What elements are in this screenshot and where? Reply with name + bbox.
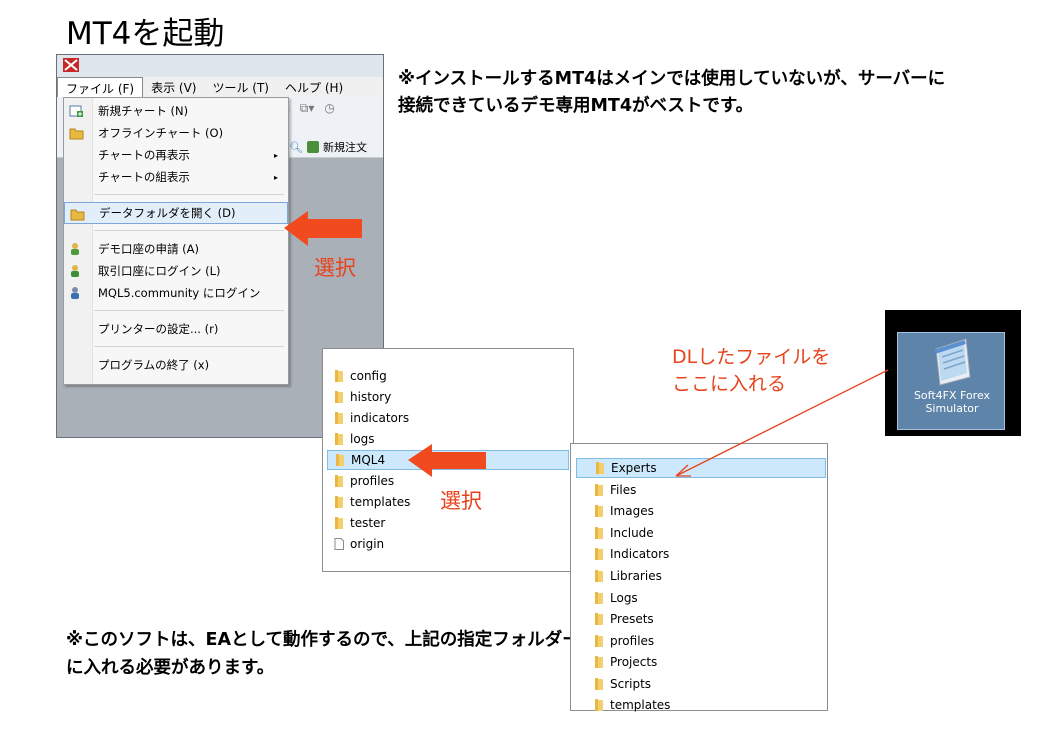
menu-item-new-chart[interactable]: 新規チャート (N) [64,100,288,122]
folder-icon [593,592,605,604]
folder-profiles[interactable]: profiles [593,631,654,651]
folder-experts[interactable]: Experts [576,458,826,478]
folder-images[interactable]: Images [593,501,654,521]
annotation-dl-note-text: DLしたファイルを ここに入れる [672,346,831,395]
menu-file[interactable]: ファイル (F) [57,77,144,97]
menu-item-trade-login[interactable]: 取引口座にログイン (L) [64,260,288,282]
folder-profiles[interactable]: profiles [333,471,394,491]
folder-libraries[interactable]: Libraries [593,566,662,586]
folder-icon [333,496,345,508]
folder-icon [593,635,605,647]
new-order-button[interactable]: 🔍︎ 新規注文 [289,140,367,155]
new-order-icon [306,141,319,153]
annotation-dl-note: DLしたファイルを ここに入れる [672,344,830,398]
folder-icon [333,433,345,445]
submenu-arrow-icon: ▸ [273,150,278,160]
folder-templates[interactable]: templates [593,695,670,715]
arrow-to-data-folder [284,211,362,246]
notepad-file-icon [934,338,971,386]
folder-icon [593,570,605,582]
note-bottom: ※このソフトは、EAとして動作するので、上記の指定フォルダーに入れる必要がありま… [66,630,580,678]
folder-icon [593,613,605,625]
community-icon [71,287,79,299]
open-folder-icon [69,128,84,140]
clock-icon[interactable]: ◷ [324,101,335,115]
menu-item-offline-chart[interactable]: オフラインチャート (O) [64,122,288,144]
folder-indicators[interactable]: Indicators [593,544,669,564]
menu-help[interactable]: ヘルプ (H) [285,81,344,95]
folder-scripts[interactable]: Scripts [593,674,651,694]
folder-templates[interactable]: templates [333,492,410,512]
note-top: ※インストールするMT4はメインでは使用していないが、サーバーに接続できているデ… [398,69,946,116]
menu-item-open-data-folder[interactable]: データフォルダを開く (D) [64,202,288,224]
folder-icon [593,656,605,668]
menu-item-chart-redisplay[interactable]: チャートの再表示 ▸ [98,148,278,162]
submenu-arrow-icon: ▸ [273,172,278,182]
folder-include[interactable]: Include [593,523,654,543]
folder-projects[interactable]: Projects [593,652,657,672]
folder-icon [593,527,605,539]
folder-icon [333,370,345,382]
file-origin[interactable]: origin [333,534,384,554]
folder-icon [333,391,345,403]
folder-tester[interactable]: tester [333,513,385,533]
folder-config[interactable]: config [333,366,387,386]
folder-logs[interactable]: logs [333,429,375,449]
mql4-folder-pane: Experts Files Images Include Indicators … [570,443,828,712]
folder-icon [333,517,345,529]
mt4-menubar: ファイル (F) 表示 (V) ツール (T) ヘルプ (H) [57,77,383,97]
mt4-app-icon [63,58,79,72]
menu-item-demo-account[interactable]: デモ口座の申請 (A) [64,238,288,260]
folder-icon [593,699,605,711]
menu-tools[interactable]: ツール (T) [212,81,269,95]
zoom-icon: 🔍︎ [289,140,303,154]
desktop-file-selection: Soft4FX Forex Simulator [897,332,1005,430]
folder-indicators[interactable]: indicators [333,408,409,428]
desktop-file-label: Soft4FX Forex Simulator [913,389,991,415]
folder-presets[interactable]: Presets [593,609,654,629]
menu-item-printer-setup[interactable]: プリンターの設定... (r) [98,322,219,336]
folder-logs[interactable]: Logs [593,588,638,608]
arrow-to-mql4 [408,444,486,477]
folder-icon [594,462,606,474]
folder-icon [333,412,345,424]
template-icon[interactable]: ⧉▾ [299,101,315,115]
menu-view[interactable]: 表示 (V) [151,81,197,95]
desktop-file[interactable]: Soft4FX Forex Simulator [885,310,1021,436]
folder-icon [334,454,346,466]
folder-icon [593,548,605,560]
menu-item-exit[interactable]: プログラムの終了 (x) [98,358,210,372]
file-icon [333,538,345,550]
folder-files[interactable]: Files [593,480,636,500]
menu-item-chart-group[interactable]: チャートの組表示 ▸ [98,170,278,184]
folder-icon [593,505,605,517]
new-chart-icon [69,105,83,117]
arrow-line-to-experts [675,369,889,477]
page-title: MT4を起動 [66,16,225,52]
user-login-icon [71,265,79,277]
folder-history[interactable]: history [333,387,391,407]
annotation-select-menu: 選択 [314,256,356,280]
user-add-icon [71,243,79,255]
folder-icon [70,209,85,221]
annotation-select-mql4: 選択 [440,489,482,513]
mt4-titlebar [57,55,383,77]
folder-icon [593,678,605,690]
folder-icon [593,484,605,496]
folder-icon [333,475,345,487]
menu-item-mql5-login[interactable]: MQL5.community にログイン [64,282,288,304]
arrow-head-to-experts [675,464,691,477]
file-menu-dropdown: 新規チャート (N) オフラインチャート (O) チャートの再表示 ▸ チャート… [63,97,289,385]
